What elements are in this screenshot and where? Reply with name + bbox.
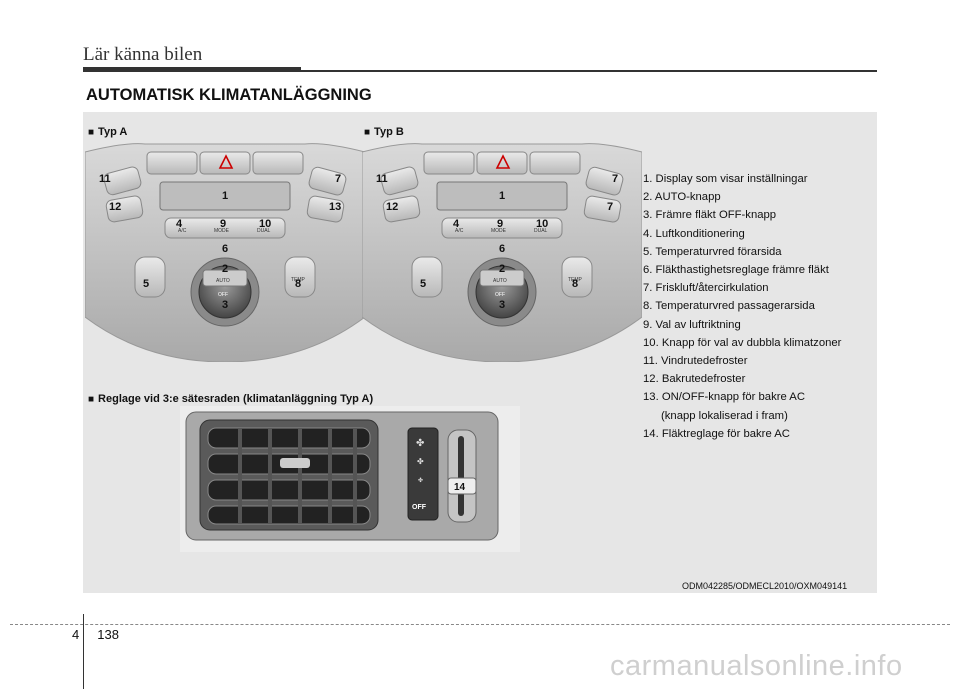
dual-label: DUAL bbox=[534, 228, 548, 234]
header-rule-dark bbox=[83, 67, 301, 72]
callout-4: 4 bbox=[176, 218, 183, 230]
fan-high-icon: ✤ bbox=[416, 438, 424, 449]
rear-off-label: OFF bbox=[412, 504, 427, 511]
header-rule bbox=[301, 70, 877, 72]
mode-label: MODE bbox=[491, 228, 507, 234]
callout-10: 10 bbox=[536, 218, 548, 230]
callout-12: 12 bbox=[109, 201, 121, 213]
off-label: OFF bbox=[495, 292, 505, 298]
legend-item: 6. Fläkthastighetsreglage främre fläkt bbox=[643, 264, 829, 277]
callout-9: 9 bbox=[497, 218, 503, 230]
section-title: AUTOMATISK KLIMATANLÄGGNING bbox=[86, 86, 372, 104]
temp-label: TEMP bbox=[291, 277, 306, 283]
callout-11: 11 bbox=[376, 173, 388, 185]
legend-list: 1. Display som visar inställningar 2. AU… bbox=[643, 170, 841, 443]
callout-7b: 7 bbox=[607, 201, 613, 213]
label-type-b-text: Typ B bbox=[374, 126, 404, 138]
label-type-a-text: Typ A bbox=[98, 126, 128, 138]
callout-10: 10 bbox=[259, 218, 271, 230]
legend-item: 4. Luftkonditionering bbox=[643, 227, 745, 240]
chapter-number: 4 bbox=[72, 627, 80, 642]
auto-label: AUTO bbox=[216, 278, 230, 284]
legend-item: 5. Temperaturvred förarsida bbox=[643, 245, 782, 258]
callout-12: 12 bbox=[386, 201, 398, 213]
legend-item: 8. Temperaturvred passagerarsida bbox=[643, 300, 815, 313]
callout-5: 5 bbox=[420, 278, 426, 290]
callout-8: 8 bbox=[572, 278, 578, 290]
callout-2: 2 bbox=[222, 263, 228, 275]
footer-rule bbox=[10, 624, 950, 625]
legend-item: 3. Främre fläkt OFF-knapp bbox=[643, 209, 777, 222]
ac-label: A/C bbox=[178, 228, 187, 234]
callout-3: 3 bbox=[499, 299, 505, 311]
callout-1: 1 bbox=[222, 190, 228, 202]
callout-2: 2 bbox=[499, 263, 505, 275]
callout-9: 9 bbox=[220, 218, 226, 230]
legend-item: 2. AUTO-knapp bbox=[643, 191, 721, 204]
rear-climate-panel: OFF ✤ ✤ ✤ 14 bbox=[180, 406, 520, 552]
callout-6: 6 bbox=[222, 243, 228, 255]
off-label: OFF bbox=[218, 292, 228, 298]
fan-slider-knob[interactable] bbox=[447, 477, 477, 495]
callout-5: 5 bbox=[143, 278, 149, 290]
callout-4: 4 bbox=[453, 218, 460, 230]
callout-6: 6 bbox=[499, 243, 505, 255]
marker-icon: ■ bbox=[88, 127, 95, 138]
marker-icon: ■ bbox=[88, 394, 95, 405]
page-number: 4 138 bbox=[72, 627, 119, 642]
image-code: ODM042285/ODMECL2010/OXM049141 bbox=[682, 581, 848, 591]
callout-7: 7 bbox=[612, 173, 618, 185]
auto-label: AUTO bbox=[493, 278, 507, 284]
callout-14: 14 bbox=[454, 482, 466, 493]
label-type-b: ■Typ B bbox=[364, 126, 404, 138]
legend-item: 7. Friskluft/återcirkulation bbox=[643, 282, 769, 295]
label-rear-text: Reglage vid 3:e sätesraden (klimatanlägg… bbox=[98, 393, 374, 405]
callout-3: 3 bbox=[222, 299, 228, 311]
control-panel-type-b: A/C MODE DUAL AUTO OFF TEMP 1 2 3 4 5 6 … bbox=[362, 143, 642, 362]
dual-label: DUAL bbox=[257, 228, 271, 234]
page-number-value: 138 bbox=[97, 627, 119, 642]
header-title: Lär känna bilen bbox=[83, 44, 203, 65]
legend-item-note: (knapp lokaliserad i fram) bbox=[661, 409, 788, 422]
callout-11: 11 bbox=[99, 173, 111, 185]
fan-low-icon: ✤ bbox=[418, 477, 423, 484]
legend-item: 11. Vindrutedefroster bbox=[643, 355, 748, 368]
fan-mid-icon: ✤ bbox=[417, 457, 424, 466]
legend-item: 12. Bakrutedefroster bbox=[643, 373, 746, 386]
legend-item: 14. Fläktreglage för bakre AC bbox=[643, 427, 790, 440]
ac-label: A/C bbox=[455, 228, 464, 234]
marker-icon: ■ bbox=[364, 127, 371, 138]
legend-item: 1. Display som visar inställningar bbox=[643, 173, 808, 185]
legend-item: 13. ON/OFF-knapp för bakre AC bbox=[643, 391, 805, 404]
control-panel-type-a: A/C MODE DUAL AUTO OFF TEMP 1 2 3 4 5 6 … bbox=[85, 143, 365, 362]
callout-1: 1 bbox=[499, 190, 505, 202]
legend-item: 10. Knapp för val av dubbla klimatzoner bbox=[643, 336, 842, 349]
temp-label: TEMP bbox=[568, 277, 583, 283]
legend-item: 9. Val av luftriktning bbox=[643, 318, 741, 331]
callout-7: 7 bbox=[335, 173, 341, 185]
callout-8: 8 bbox=[295, 278, 301, 290]
label-type-a: ■Typ A bbox=[88, 126, 127, 138]
watermark: carmanualsonline.info bbox=[610, 650, 903, 682]
mode-label: MODE bbox=[214, 228, 230, 234]
label-rear-controls: ■Reglage vid 3:e sätesraden (klimatanläg… bbox=[88, 393, 373, 405]
callout-13: 13 bbox=[329, 201, 341, 213]
footer-divider bbox=[83, 614, 84, 689]
